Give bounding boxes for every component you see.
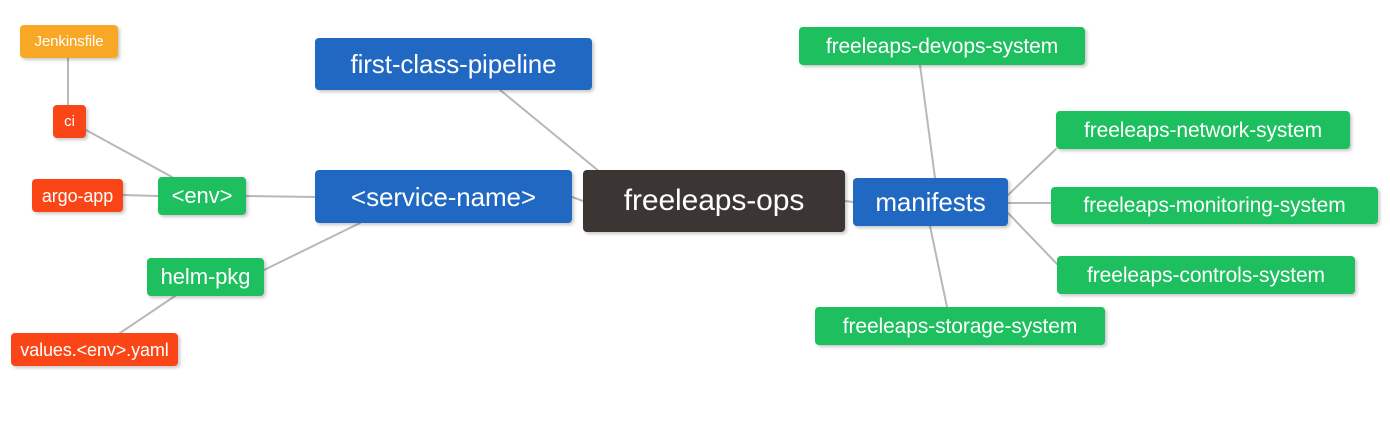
node-label-freeleaps-storage-system: freeleaps-storage-system <box>842 314 1078 338</box>
node-freeleaps-network-system[interactable]: freeleaps-network-system <box>1056 111 1350 149</box>
node-label-env: <env> <box>171 183 233 208</box>
edge-manifests-to-freeleaps-storage-system <box>929 225 948 308</box>
node-label-freeleaps-ops: freeleaps-ops <box>623 184 805 217</box>
node-freeleaps-devops-system[interactable]: freeleaps-devops-system <box>799 27 1085 65</box>
node-label-argo-app: argo-app <box>41 185 114 206</box>
node-first-class-pipeline[interactable]: first-class-pipeline <box>315 38 592 90</box>
edge-service-name-to-env <box>245 195 316 198</box>
node-freeleaps-storage-system[interactable]: freeleaps-storage-system <box>815 307 1105 345</box>
node-service-name[interactable]: <service-name> <box>315 170 572 223</box>
node-freeleaps-ops[interactable]: freeleaps-ops <box>583 170 845 232</box>
edge-helm-pkg-to-values-env-yaml <box>119 295 176 334</box>
edge-manifests-to-freeleaps-controls-system <box>1007 212 1058 265</box>
node-label-ci: ci <box>64 113 75 130</box>
edge-env-to-argo-app <box>122 194 159 197</box>
node-label-freeleaps-devops-system: freeleaps-devops-system <box>825 34 1059 58</box>
edge-freeleaps-ops-to-manifests <box>844 200 854 203</box>
edge-freeleaps-ops-to-first-class-pipeline <box>499 89 601 173</box>
node-freeleaps-controls-system[interactable]: freeleaps-controls-system <box>1057 256 1355 294</box>
node-label-jenkinsfile: Jenkinsfile <box>34 33 104 50</box>
node-manifests[interactable]: manifests <box>853 178 1008 226</box>
node-label-first-class-pipeline: first-class-pipeline <box>350 49 557 79</box>
node-label-freeleaps-network-system: freeleaps-network-system <box>1083 118 1322 142</box>
node-label-service-name: <service-name> <box>350 181 537 212</box>
node-argo-app[interactable]: argo-app <box>32 179 123 212</box>
node-freeleaps-monitoring-system[interactable]: freeleaps-monitoring-system <box>1051 187 1378 224</box>
node-values-env-yaml[interactable]: values.<env>.yaml <box>11 333 178 366</box>
node-ci[interactable]: ci <box>53 105 86 138</box>
node-helm-pkg[interactable]: helm-pkg <box>147 258 264 296</box>
edge-service-name-to-helm-pkg <box>263 222 361 271</box>
node-label-freeleaps-controls-system: freeleaps-controls-system <box>1087 263 1325 287</box>
node-label-freeleaps-monitoring-system: freeleaps-monitoring-system <box>1083 194 1346 217</box>
edge-manifests-to-freeleaps-network-system <box>1007 148 1057 196</box>
node-label-helm-pkg: helm-pkg <box>160 264 251 289</box>
node-env[interactable]: <env> <box>158 177 246 215</box>
node-label-manifests: manifests <box>875 187 986 217</box>
edge-manifests-to-freeleaps-devops-system <box>919 64 936 179</box>
node-label-values-env-yaml: values.<env>.yaml <box>20 339 169 360</box>
edge-freeleaps-ops-to-service-name <box>571 196 584 202</box>
node-jenkinsfile[interactable]: Jenkinsfile <box>20 25 118 58</box>
edge-env-to-ci <box>85 129 173 178</box>
